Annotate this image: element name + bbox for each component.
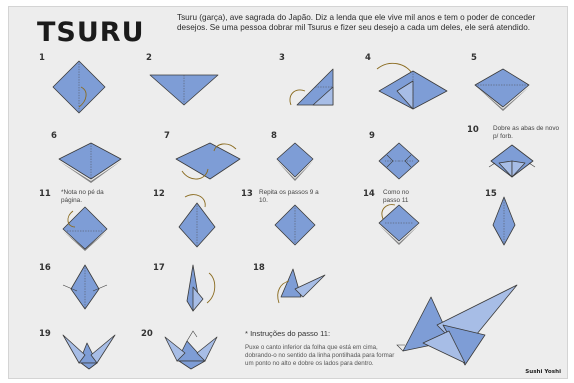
step-18-diagram <box>273 263 333 313</box>
finished-crane-illustration <box>393 265 523 375</box>
step-17-diagram <box>173 263 229 313</box>
step-number: 10 <box>467 125 479 135</box>
step-13-diagram <box>271 203 319 247</box>
step-note: Dobre as abas de novo p/ forb. <box>493 125 563 140</box>
step-number: 19 <box>39 329 51 339</box>
step-number: 20 <box>141 329 153 339</box>
step-number: 7 <box>164 131 170 141</box>
step-number: 16 <box>39 263 51 273</box>
step-1-diagram <box>49 57 109 119</box>
step-5-diagram <box>471 65 533 117</box>
step-note: *Nota no pé da página. <box>61 189 113 204</box>
step-19-diagram <box>57 329 119 371</box>
step-20-diagram <box>161 329 223 371</box>
author-credit: Sushi Yoshi <box>525 369 561 375</box>
step-number: 12 <box>153 189 165 199</box>
step-number: 18 <box>253 263 265 273</box>
step-3-diagram <box>283 65 339 113</box>
origami-sheet: TSURU Tsuru (garça), ave sagrada do Japã… <box>8 6 568 379</box>
instructions-title: * Instruções do passo 11: <box>245 329 330 338</box>
step-11-diagram <box>59 205 111 253</box>
step-number: 1 <box>39 53 45 63</box>
step-number: 2 <box>146 53 152 63</box>
step-number: 13 <box>241 189 253 199</box>
step-number: 14 <box>363 189 375 199</box>
step-6-diagram <box>55 139 125 183</box>
step-2-diagram <box>148 69 220 111</box>
instructions-text: Puxe o canto inferior da folha que está … <box>245 344 395 369</box>
step-4-diagram <box>371 61 453 113</box>
step-10-diagram <box>485 141 539 185</box>
step-15-diagram <box>489 195 519 247</box>
intro-text: Tsuru (garça), ave sagrada do Japão. Diz… <box>177 13 557 34</box>
step-number: 17 <box>153 263 165 273</box>
step-8-diagram <box>273 141 317 183</box>
step-number: 3 <box>279 53 285 63</box>
step-number: 11 <box>39 189 51 199</box>
step-number: 5 <box>471 53 477 63</box>
page-title: TSURU <box>37 17 145 48</box>
step-7-diagram <box>172 137 244 185</box>
step-note: Repita os passos 9 a 10. <box>259 189 327 204</box>
step-number: 8 <box>271 131 277 141</box>
step-16-diagram <box>57 263 113 313</box>
step-12-diagram <box>171 193 221 249</box>
step-9-diagram <box>375 141 423 185</box>
step-number: 9 <box>369 131 375 141</box>
step-14-diagram <box>373 199 423 247</box>
